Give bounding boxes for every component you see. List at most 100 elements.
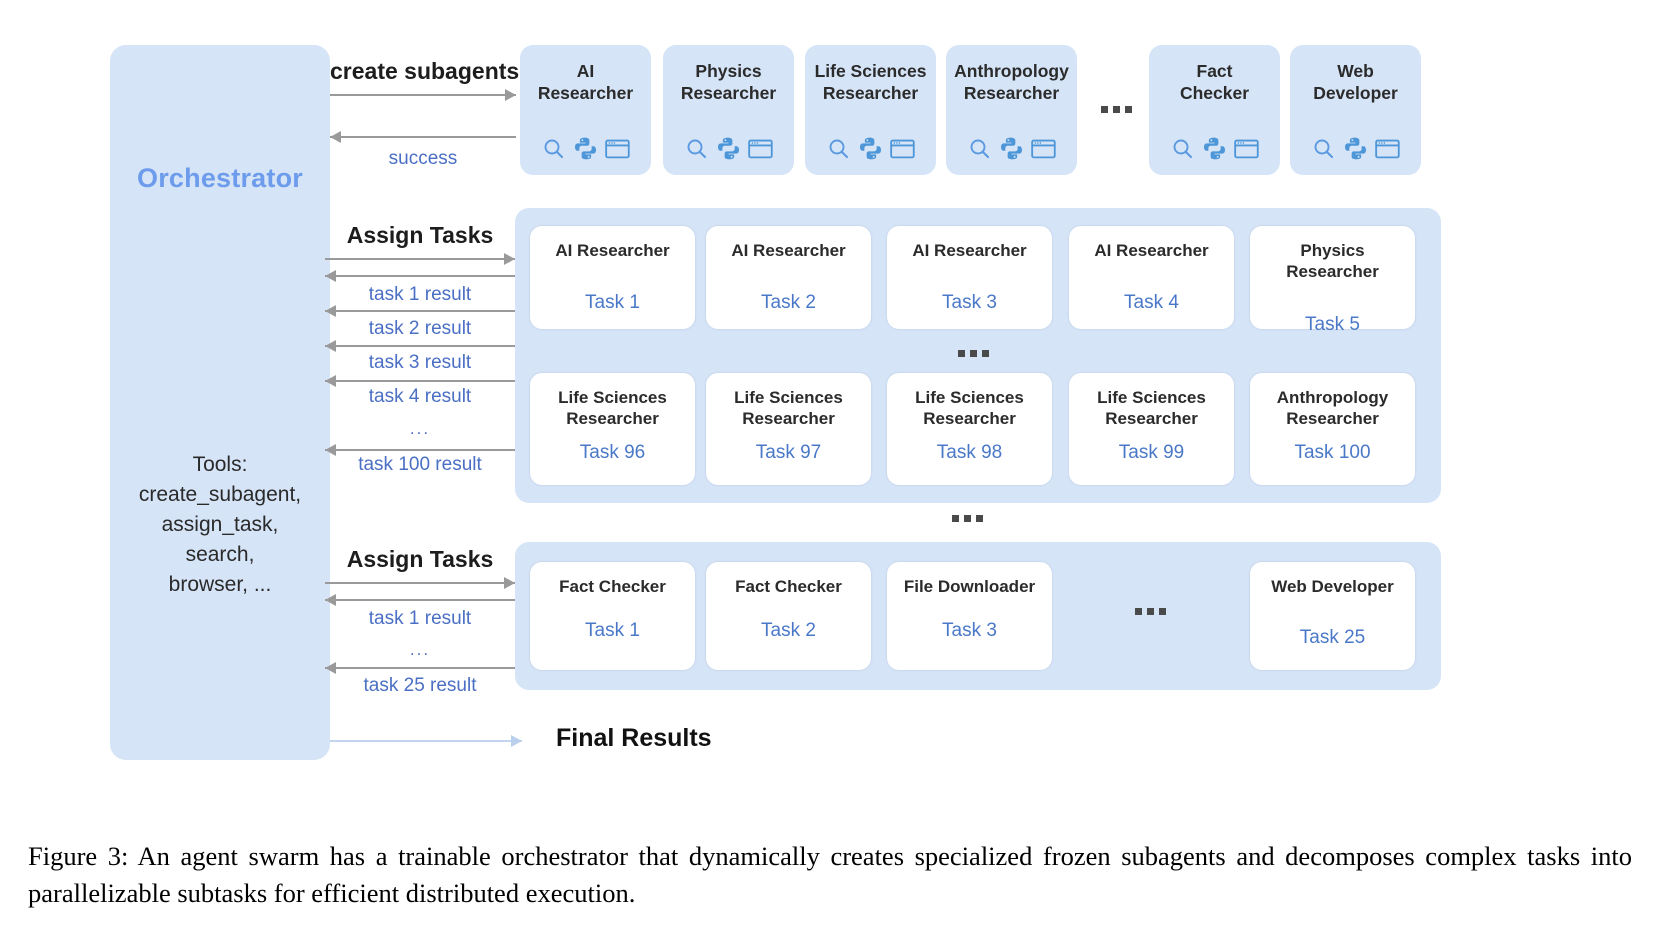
- task-card[interactable]: Life Sciences Researcher Task 98: [887, 373, 1052, 485]
- subagent-tool-icons: [805, 136, 936, 161]
- task-card[interactable]: Physics Researcher Task 5: [1250, 226, 1415, 335]
- subagent-card-ai-researcher[interactable]: AI Researcher: [520, 45, 651, 175]
- task-card-role: AI Researcher: [731, 241, 846, 260]
- batch1-result-ellipsis: ...: [409, 419, 431, 438]
- create-subagents-label: create subagents: [330, 58, 520, 84]
- orchestrator-panel: Orchestrator Tools: create_subagent, ass…: [110, 45, 330, 760]
- task-card-role: AI Researcher: [912, 241, 1027, 260]
- task-card[interactable]: AI Researcher Task 3: [887, 226, 1052, 329]
- task-card[interactable]: Life Sciences Researcher Task 97: [706, 373, 871, 485]
- subagents-ellipsis: [1101, 106, 1132, 113]
- subagent-name: Physics Researcher: [680, 61, 777, 103]
- browser-icon: [747, 138, 773, 160]
- final-results-arrow-group: [330, 735, 522, 747]
- task-card-role: Physics Researcher: [1286, 241, 1379, 281]
- task-card-task: Task 5: [1305, 314, 1360, 335]
- batch1-result-label-3: task 3 result: [368, 352, 472, 373]
- task-card[interactable]: Web Developer Task 25: [1250, 562, 1415, 670]
- batch1-result-label-100: task 100 result: [358, 454, 482, 475]
- batch1-arrows: Assign Tasks task 1 result task 2 result…: [325, 222, 515, 475]
- subagent-card-fact-checker[interactable]: Fact Checker: [1149, 45, 1280, 175]
- task-card-task: Task 3: [942, 292, 997, 313]
- search-icon: [685, 137, 709, 161]
- task-card-role: AI Researcher: [555, 241, 670, 260]
- task-card[interactable]: Anthropology Researcher Task 100: [1250, 373, 1415, 485]
- task-card[interactable]: AI Researcher Task 4: [1069, 226, 1234, 329]
- python-icon: [858, 136, 883, 161]
- task-card[interactable]: AI Researcher Task 2: [706, 226, 871, 329]
- browser-icon: [1030, 138, 1056, 160]
- subagent-tool-icons: [663, 136, 794, 161]
- task-card-task: Task 96: [579, 442, 646, 463]
- orchestrator-tools-list: Tools: create_subagent, assign_task, sea…: [138, 453, 302, 596]
- task-card-role: Life Sciences Researcher: [558, 388, 667, 428]
- task-card-role: Fact Checker: [559, 577, 666, 596]
- python-icon: [573, 136, 598, 161]
- batch1-result-label-2: task 2 result: [368, 318, 472, 339]
- batch2-gap-ellipsis: [1135, 608, 1166, 615]
- python-icon: [716, 136, 741, 161]
- browser-icon: [604, 138, 630, 160]
- browser-icon: [1233, 138, 1259, 160]
- subagent-card-web-developer[interactable]: Web Developer: [1290, 45, 1421, 175]
- task-card-task: Task 4: [1124, 292, 1179, 313]
- batch1-result-label-4: task 4 result: [368, 386, 472, 407]
- search-icon: [542, 137, 566, 161]
- batch1-row-ellipsis: [958, 350, 989, 357]
- subagent-tool-icons: [520, 136, 651, 161]
- task-card-task: Task 1: [585, 620, 640, 641]
- subagent-name: Life Sciences Researcher: [814, 61, 927, 103]
- task-card[interactable]: Life Sciences Researcher Task 99: [1069, 373, 1234, 485]
- python-icon: [1202, 136, 1227, 161]
- final-results-label: Final Results: [556, 724, 712, 752]
- batch1-result-label-1: task 1 result: [368, 284, 472, 305]
- subagent-tool-icons: [1149, 136, 1280, 161]
- task-card-role: Anthropology Researcher: [1276, 388, 1389, 428]
- subagent-name: AI Researcher: [537, 61, 634, 103]
- task-card-role: Web Developer: [1271, 577, 1394, 596]
- task-card-task: Task 2: [761, 620, 816, 641]
- task-card-role: File Downloader: [903, 577, 1036, 596]
- search-icon: [827, 137, 851, 161]
- between-batches-ellipsis: [952, 515, 983, 522]
- task-card[interactable]: Fact Checker Task 2: [706, 562, 871, 670]
- subagent-name: Fact Checker: [1179, 61, 1250, 103]
- subagent-card-physics-researcher[interactable]: Physics Researcher: [663, 45, 794, 175]
- create-subagents-return-label: success: [388, 148, 458, 169]
- task-card-role: Life Sciences Researcher: [1097, 388, 1206, 428]
- batch1-assign-label: Assign Tasks: [346, 222, 494, 248]
- task-card-task: Task 97: [755, 442, 822, 463]
- create-subagents-arrows: create subagents success: [330, 58, 519, 169]
- subagent-name: Web Developer: [1313, 61, 1398, 103]
- task-card-task: Task 99: [1118, 442, 1185, 463]
- subagent-card-life-sciences-researcher[interactable]: Life Sciences Researcher: [805, 45, 936, 175]
- task-card[interactable]: Life Sciences Researcher Task 96: [530, 373, 695, 485]
- task-card-role: Life Sciences Researcher: [734, 388, 843, 428]
- batch2-arrows: Assign Tasks task 1 result ... task 25 r…: [325, 546, 515, 696]
- orchestrator-title: Orchestrator: [137, 163, 303, 193]
- task-card-task: Task 3: [942, 620, 997, 641]
- search-icon: [1312, 137, 1336, 161]
- task-card[interactable]: File Downloader Task 3: [887, 562, 1052, 670]
- batch2-result-label-1: task 1 result: [368, 608, 472, 629]
- batch2-assign-label: Assign Tasks: [346, 546, 494, 572]
- figure-caption: Figure 3: An agent swarm has a trainable…: [28, 841, 1632, 908]
- subagent-card-anthropology-researcher[interactable]: Anthropology Researcher: [946, 45, 1077, 175]
- browser-icon: [1374, 138, 1400, 160]
- task-card-task: Task 25: [1299, 627, 1366, 648]
- subagent-tool-icons: [1290, 136, 1421, 161]
- browser-icon: [889, 138, 915, 160]
- batch1-task-group: AI Researcher Task 1 AI Researcher Task …: [515, 208, 1441, 503]
- subagent-tool-icons: [946, 136, 1077, 161]
- task-card-task: Task 1: [585, 292, 640, 313]
- python-icon: [999, 136, 1024, 161]
- batch2-result-ellipsis: ...: [409, 640, 431, 659]
- task-card-task: Task 2: [761, 292, 816, 313]
- task-card[interactable]: Fact Checker Task 1: [530, 562, 695, 670]
- task-card[interactable]: AI Researcher Task 1: [530, 226, 695, 329]
- task-card-role: Fact Checker: [735, 577, 842, 596]
- search-icon: [1171, 137, 1195, 161]
- task-card-role: Life Sciences Researcher: [915, 388, 1024, 428]
- search-icon: [968, 137, 992, 161]
